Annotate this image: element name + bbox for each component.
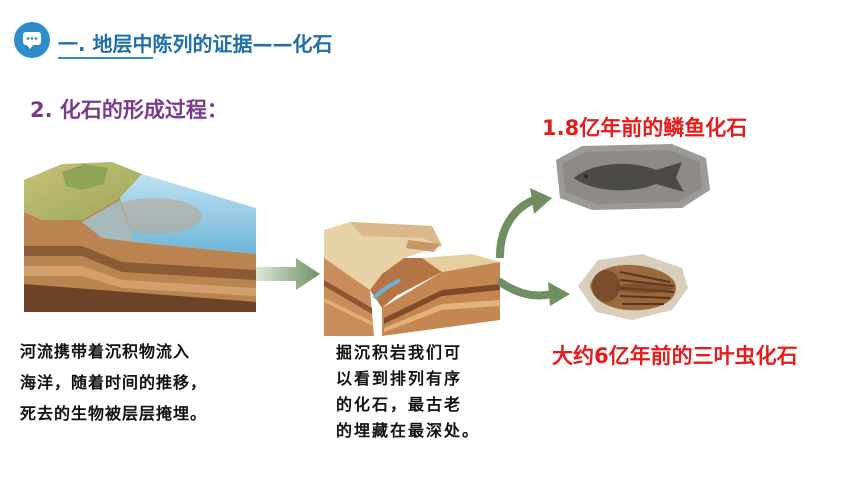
step2-line: 以看到排列有序: [336, 369, 463, 388]
excavated-strata-illustration: [324, 222, 500, 336]
section-title: 2. 化石的形成过程：: [30, 98, 228, 122]
step2-line: 掘沉积岩我们可: [336, 343, 463, 362]
curved-arrow-right-icon: [498, 278, 570, 306]
title-underline: [58, 57, 153, 59]
trilobite-fossil-label: 大约6亿年前的三叶虫化石: [552, 344, 798, 368]
step2-line: 的化石，最古老: [336, 395, 463, 414]
step1-description: 河流携带着沉积物流入 海洋，随着时间的推移， 死去的生物被层层掩埋。: [20, 336, 207, 429]
fish-fossil-image: [556, 144, 710, 210]
right-arrow-icon: [256, 258, 320, 290]
chat-bubble-icon: [14, 22, 50, 58]
fish-fossil-label: 1.8亿年前的鳞鱼化石: [542, 116, 748, 140]
step1-line: 河流携带着沉积物流入: [20, 342, 191, 361]
step1-line: 海洋，随着时间的推移，: [20, 373, 208, 392]
step2-description: 掘沉积岩我们可 以看到排列有序 的化石，最古老 的埋藏在最深处。: [336, 340, 480, 444]
trilobite-fossil-image: [578, 254, 688, 320]
step1-line: 死去的生物被层层掩埋。: [20, 404, 208, 423]
page-title: 一. 地层中陈列的证据——化石: [58, 32, 333, 56]
sediment-deposition-illustration: [24, 162, 256, 312]
step2-line: 的埋藏在最深处。: [336, 421, 481, 440]
curved-arrow-up-icon: [496, 188, 552, 258]
